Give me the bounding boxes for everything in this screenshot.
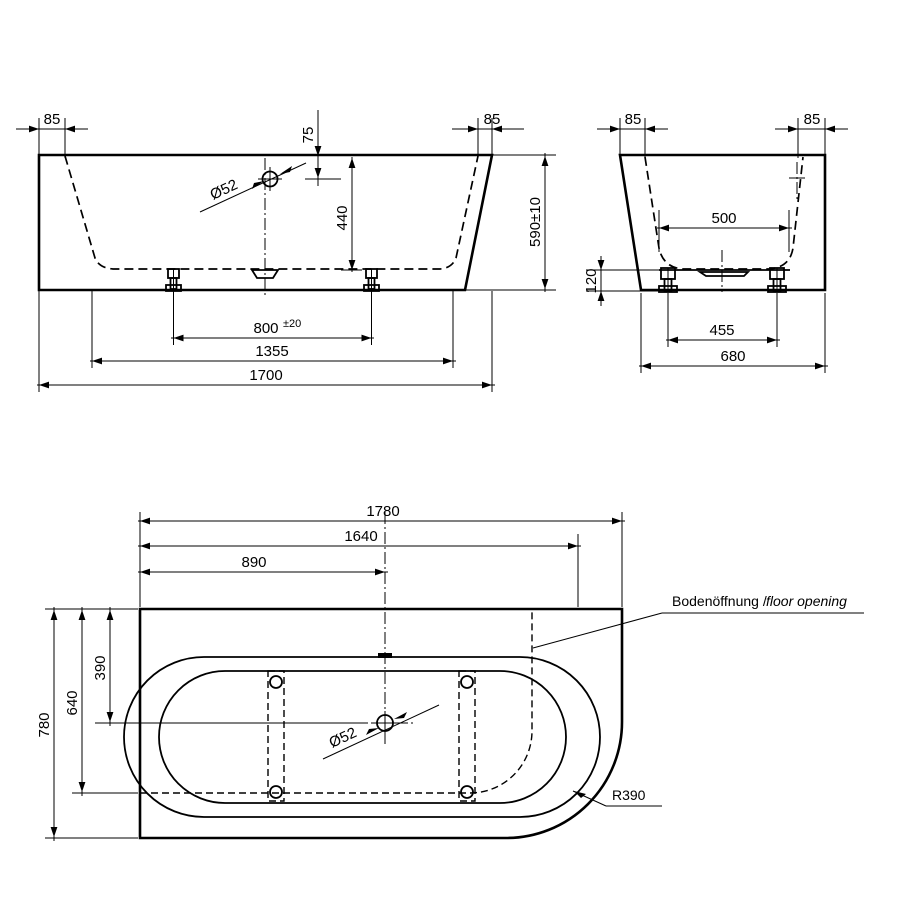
side-overflow-mark [789,162,805,200]
side-dim-500-label: 500 [711,210,736,227]
front-dim-800-tolerance: ±20 [283,318,301,330]
plan-floor-opening-label-de: Bodenöffnung / [672,593,767,609]
side-dim-85-right-label: 85 [804,111,821,128]
side-tub-body [618,153,827,292]
front-dim-85-left-label: 85 [44,111,61,128]
front-dim-590-label: 590±10 [527,197,544,247]
front-dim-85-left [16,118,88,158]
front-tub-body [37,153,494,292]
front-foot-left [165,268,182,292]
front-dim-1355-label: 1355 [255,343,288,360]
plan-outer-outline [138,607,624,840]
plan-diameter-label: Ø52 [327,724,360,751]
front-foot-right [363,268,380,292]
side-dim-500 [657,210,792,252]
side-foot-right [767,267,787,293]
plan-basin-opening [158,670,567,804]
front-dim-590 [466,153,556,292]
front-diameter-leader [199,162,307,213]
front-elevation-view: Ø52 85 85 [16,110,556,392]
front-dim-440-label: 440 [334,205,351,230]
front-overflow-hole [258,167,282,191]
side-dim-680-label: 680 [720,348,745,365]
plan-dim-890 [138,558,388,607]
plan-drain-hole [373,711,397,735]
plan-dim-1780 [138,512,625,607]
front-diameter-label: Ø52 [208,176,241,203]
front-dim-440 [341,157,362,272]
plan-dim-640-label: 640 [64,690,81,715]
plan-radius-leader [572,790,662,807]
plan-floor-opening-hidden [140,609,533,794]
plan-floor-opening-leader [532,612,864,649]
side-dim-120 [586,256,662,306]
side-dim-85-left-label: 85 [625,111,642,128]
plan-dim-390 [100,607,138,726]
side-foot-left [658,267,678,293]
plan-diameter-leader [322,704,440,760]
front-dim-85-right-label: 85 [484,111,501,128]
plan-floor-opening-label-en: floor opening [766,593,847,609]
plan-dim-1780-label: 1780 [366,503,399,520]
side-dim-455 [666,293,780,347]
side-elevation-view: 85 85 500 [583,111,848,373]
front-waste-outlet [250,269,280,279]
front-dim-75 [305,110,341,186]
front-dim-1355 [90,291,456,368]
front-basin-hidden-outline [64,155,479,270]
side-dim-120-label: 120 [583,268,600,293]
plan-dim-390-label: 390 [92,655,109,680]
plan-radius-label: R390 [612,787,646,803]
front-dim-1700-label: 1700 [249,367,282,384]
side-basin-hidden-outline [644,156,804,270]
side-dim-680 [639,293,828,373]
front-dim-75-label: 75 [300,127,317,144]
plan-dim-1640-label: 1640 [344,528,377,545]
side-dim-85-right [775,118,848,158]
plan-rim-inner-edge [123,656,601,818]
plan-view: Ø52 1780 1640 [36,503,864,841]
plan-dim-890-label: 890 [241,554,266,571]
front-dim-85-right [452,118,524,158]
side-dim-85-left [597,118,668,158]
plan-leg-rail-right [458,670,476,802]
side-base-shell [659,269,790,277]
plan-dim-780 [45,607,138,841]
front-dim-1700 [37,291,495,392]
side-dim-455-label: 455 [709,322,734,339]
front-dim-800 [171,291,374,345]
front-dim-800-label: 800 [253,320,278,337]
plan-dim-780-label: 780 [36,712,53,737]
plan-leg-rail-left [267,670,285,802]
plan-dim-640 [72,607,138,796]
